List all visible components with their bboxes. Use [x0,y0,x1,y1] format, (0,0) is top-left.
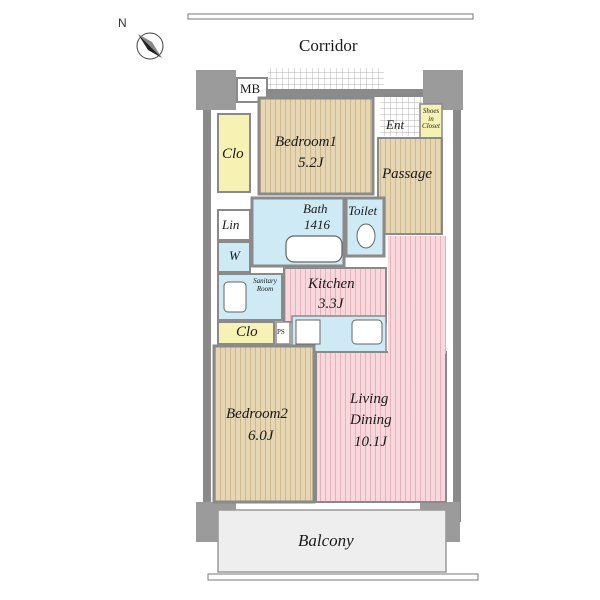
passage-floor [377,137,443,235]
balcony-floor [217,509,447,573]
corridor-line [187,13,474,20]
bedroom1-floor [257,96,375,196]
washer-space [217,241,251,273]
linen-closet [217,209,251,241]
passage-label: Passage [382,166,432,182]
north-label: N [118,16,127,30]
bedroom2-floor [212,344,316,504]
closet-top-label: Clo [222,146,244,162]
kitchen-size: 3.3J [318,296,344,312]
washbasin [223,281,247,313]
balcony-railing [207,573,479,581]
closet-middle [217,321,275,345]
mb-box [236,77,268,103]
toilet-label: Toilet [348,203,378,218]
north-arrow-icon [136,32,164,60]
bedroom1-size: 5.2J [298,155,324,171]
closet-top [217,113,251,193]
bedroom2-name: Bedroom2 [226,406,288,422]
sink [351,319,383,345]
mb-label: MB [240,81,261,96]
living-size: 10.1J [354,434,387,450]
bedroom2-size: 6.0J [248,428,274,444]
living-upper-floor [388,236,446,354]
entrance-floor [380,94,422,136]
balcony-label: Balcony [298,531,354,550]
toilet-bowl [356,223,376,249]
linen-label: Lin [222,217,240,232]
bath-size: 1416 [304,217,330,232]
washer-label: W [229,248,240,263]
sanitary-label: Sanitary Room [253,277,277,293]
living-name: Living [350,391,389,407]
dining-name: Dining [350,412,392,428]
stove [295,319,321,345]
shoes-closet-label: Shoes in Closet [422,107,440,131]
pipe-space-label: PS [277,328,285,336]
kitchen-name: Kitchen [308,276,355,292]
closet-middle-label: Clo [236,324,258,340]
pipe-space [275,321,291,345]
bathtub [285,235,343,263]
bath-name: Bath [303,201,328,216]
ent-label: Ent [386,117,405,132]
living-dining-floor [315,351,447,503]
kitchen-floor [283,267,387,323]
pillar-top-left [196,70,236,110]
bedroom1-name: Bedroom1 [275,134,337,150]
corridor-label: Corridor [299,36,358,55]
